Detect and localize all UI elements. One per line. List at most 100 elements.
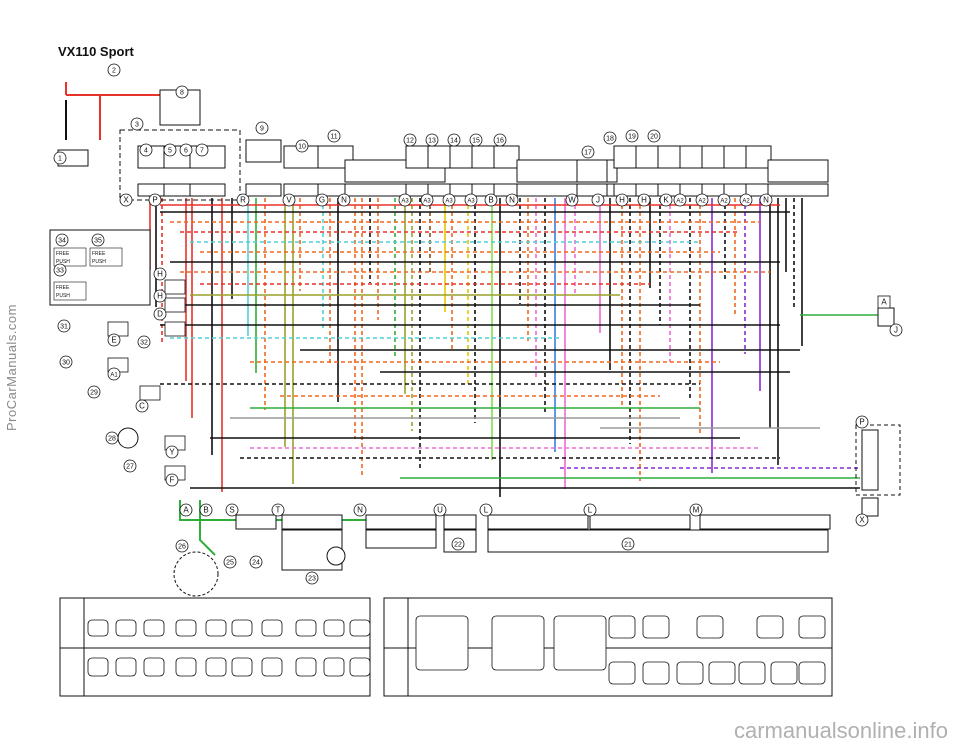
- component-box: [635, 145, 662, 169]
- connector-letter: L: [588, 506, 593, 515]
- switch-component: [164, 297, 186, 313]
- connector-marker: [337, 193, 351, 207]
- connector-letter: E: [111, 336, 116, 345]
- component-number-marker: [255, 121, 269, 135]
- component-number: 16: [496, 138, 504, 145]
- main-relay: [159, 89, 201, 126]
- component-box: [471, 145, 498, 169]
- component-number: 13: [428, 138, 436, 145]
- connector-marker: [615, 193, 629, 207]
- connector-shape: [143, 619, 165, 637]
- component-number: 5: [168, 148, 172, 155]
- switch-position-label: FREE: [56, 251, 70, 257]
- relay-unit-outline: [119, 129, 241, 201]
- connector-marker: [398, 193, 412, 207]
- component-number-marker: [647, 129, 661, 143]
- component-number-marker: [130, 117, 144, 131]
- connector-strip: [576, 183, 608, 197]
- connector-strip: [189, 183, 226, 197]
- component-number-marker: [403, 133, 417, 147]
- connector-shape: [738, 661, 766, 685]
- component-number: 3: [135, 122, 139, 129]
- connector-letter: W: [568, 196, 576, 205]
- component-number: 12: [406, 138, 414, 145]
- component-number-marker: [625, 129, 639, 143]
- connector-shape: [115, 619, 137, 637]
- component-box: [405, 145, 432, 169]
- connector-marker: [107, 367, 121, 381]
- switch-position-box: [89, 247, 123, 267]
- component-box: [493, 145, 520, 169]
- connector-shape: [115, 657, 137, 677]
- connector-marker: [565, 193, 579, 207]
- connector-strip: [365, 514, 437, 530]
- switch-position-box: [53, 281, 87, 301]
- component-box: [745, 145, 772, 169]
- connector-marker: [135, 399, 149, 413]
- connector-letter: N: [763, 196, 769, 205]
- connector-shape: [491, 615, 545, 671]
- component-box: [245, 139, 282, 163]
- component-number-marker: [123, 459, 137, 473]
- connector-marker: [484, 193, 498, 207]
- connector-marker: [119, 193, 133, 207]
- component-number: 30: [62, 360, 70, 367]
- connector-strip: [245, 183, 282, 197]
- component-number: 34: [58, 238, 66, 245]
- connector-marker: [583, 503, 597, 517]
- switch-position-label: PUSH: [56, 293, 70, 299]
- speed-sensor: [117, 427, 139, 449]
- connector-shape: [676, 661, 704, 685]
- component-number-marker: [179, 143, 193, 157]
- connector-letter: G: [319, 196, 325, 205]
- connector-marker: [464, 193, 478, 207]
- connector-marker: [442, 193, 456, 207]
- connector-marker: [479, 503, 493, 517]
- connector-shape: [349, 619, 371, 637]
- component-number-marker: [107, 63, 121, 77]
- connector-shape: [756, 615, 784, 639]
- wire: [199, 500, 216, 556]
- component-number: 24: [252, 560, 260, 567]
- component-number-marker: [249, 555, 263, 569]
- connector-shape: [205, 657, 227, 677]
- connector-letter: A: [183, 506, 189, 515]
- component-box: [701, 145, 728, 169]
- connector-marker: [225, 503, 239, 517]
- component-number-marker: [59, 355, 73, 369]
- connector-letter: P: [152, 196, 157, 205]
- connector-shape: [708, 661, 736, 685]
- connector-letter: C: [139, 402, 145, 411]
- connector-strip: [493, 183, 520, 197]
- component-number-marker: [91, 233, 105, 247]
- switch-position-label: PUSH: [92, 259, 106, 265]
- component-number: 1: [58, 156, 62, 163]
- connector-shape: [323, 657, 345, 677]
- switch-position-box: [53, 247, 87, 267]
- component-box: [679, 145, 706, 169]
- component-number: 14: [450, 138, 458, 145]
- component-number-marker: [327, 129, 341, 143]
- component-number: 4: [144, 148, 148, 155]
- connector-marker: [236, 193, 250, 207]
- connector-marker: [695, 193, 709, 207]
- connector-shape: [261, 657, 283, 677]
- connector-letter: A2: [698, 199, 706, 205]
- connector-strip: [767, 183, 829, 197]
- component-number: 6: [184, 148, 188, 155]
- connector-shape: [553, 615, 607, 671]
- component-number-marker: [447, 133, 461, 147]
- connector-shape: [295, 657, 317, 677]
- component-number: 17: [584, 150, 592, 157]
- ecm-unit: [487, 529, 829, 553]
- connector-letter: A3: [467, 199, 475, 205]
- connector-letter: M: [693, 506, 700, 515]
- component-box: [449, 145, 476, 169]
- component-number-marker: [55, 233, 69, 247]
- connector-letter: P: [859, 418, 864, 427]
- connector-marker: [637, 193, 651, 207]
- connector-strip: [487, 514, 589, 530]
- switch-position-label: FREE: [92, 251, 106, 257]
- connector-marker: [855, 415, 869, 429]
